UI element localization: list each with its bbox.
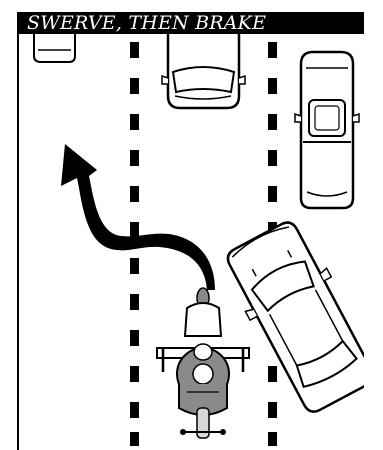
traffic-scene: [17, 12, 364, 450]
car-swerving-icon: [217, 215, 364, 419]
illustration-title: SWERVE, THEN BRAKE: [27, 12, 266, 34]
car-lane-3-icon: [295, 52, 359, 208]
motorcycle-icon: [157, 288, 249, 438]
title-bar: SWERVE, THEN BRAKE: [17, 12, 364, 34]
car-lane-2-icon: [162, 32, 245, 108]
panel-left-border: [17, 12, 19, 450]
car-lane-1-icon: [34, 34, 75, 62]
